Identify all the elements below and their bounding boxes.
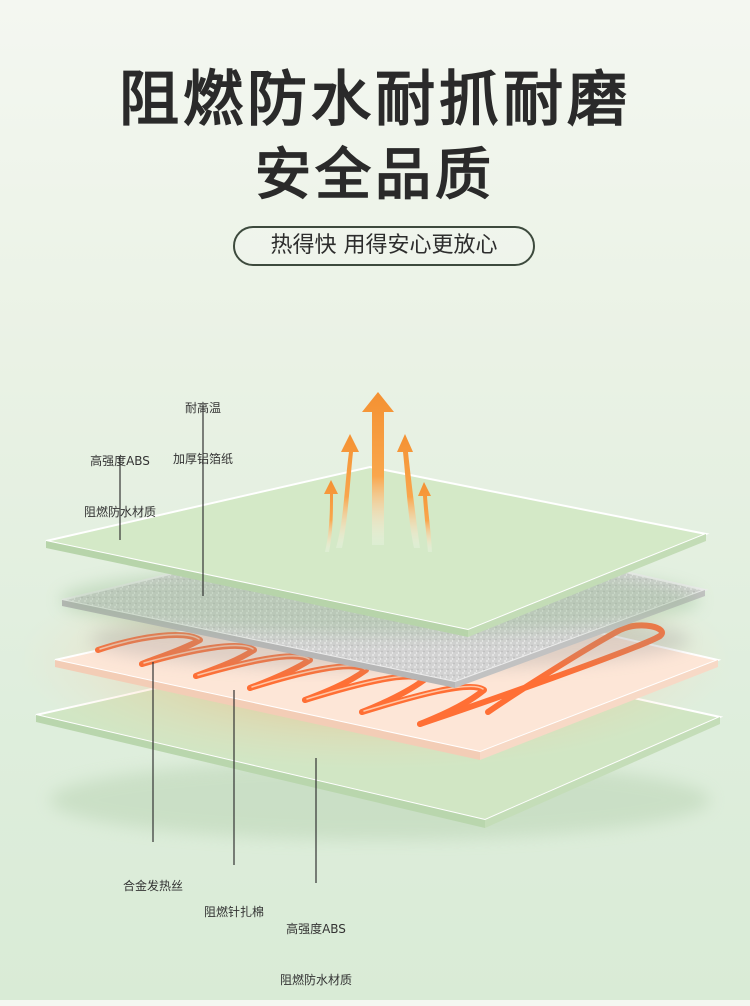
leader-lines	[119, 405, 317, 883]
label-cotton-line-1: 阻燃针扎棉	[203, 905, 264, 919]
heat-arrow-left-tall	[336, 434, 359, 548]
top-abs-edge-right	[468, 534, 706, 637]
label-foil-line-1: 耐高温	[184, 401, 221, 415]
label-bottom-abs-line-2: 阻燃防水材质	[279, 973, 352, 987]
label-bottom-abs: 高强度ABS 阻燃防水材质	[262, 887, 370, 1006]
label-wire: 合金发热丝	[103, 844, 203, 912]
tagline-pill: 热得快 用得安心更放心	[233, 226, 535, 266]
label-wire-line-1: 合金发热丝	[122, 879, 183, 893]
top-abs-edge-left	[46, 541, 468, 637]
bottom-abs-edge-right	[485, 717, 720, 828]
label-foil-line-2: 加厚铝箔纸	[172, 452, 233, 466]
heat-arrows	[324, 392, 432, 552]
label-cotton: 阻燃针扎棉	[184, 870, 284, 938]
cotton-edge-right	[480, 660, 718, 760]
heat-arrow-right-small	[418, 482, 432, 552]
heat-arrow-right-tall	[397, 434, 420, 548]
headline-line-2: 安全品质	[255, 143, 495, 208]
label-bottom-abs-line-1: 高强度ABS	[286, 922, 346, 936]
label-foil: 耐高温 加厚铝箔纸	[150, 366, 256, 485]
label-top-abs-line-2: 阻燃防水材质	[83, 505, 156, 519]
heat-arrow-center	[362, 392, 394, 545]
cotton-edge-left	[55, 660, 480, 760]
headline-line-1: 阻燃防水耐抓耐磨	[119, 65, 631, 135]
heat-arrow-left-small	[324, 480, 338, 552]
label-top-abs: 高强度ABS 阻燃防水材质	[66, 419, 174, 538]
label-top-abs-line-1: 高强度ABS	[90, 454, 150, 468]
